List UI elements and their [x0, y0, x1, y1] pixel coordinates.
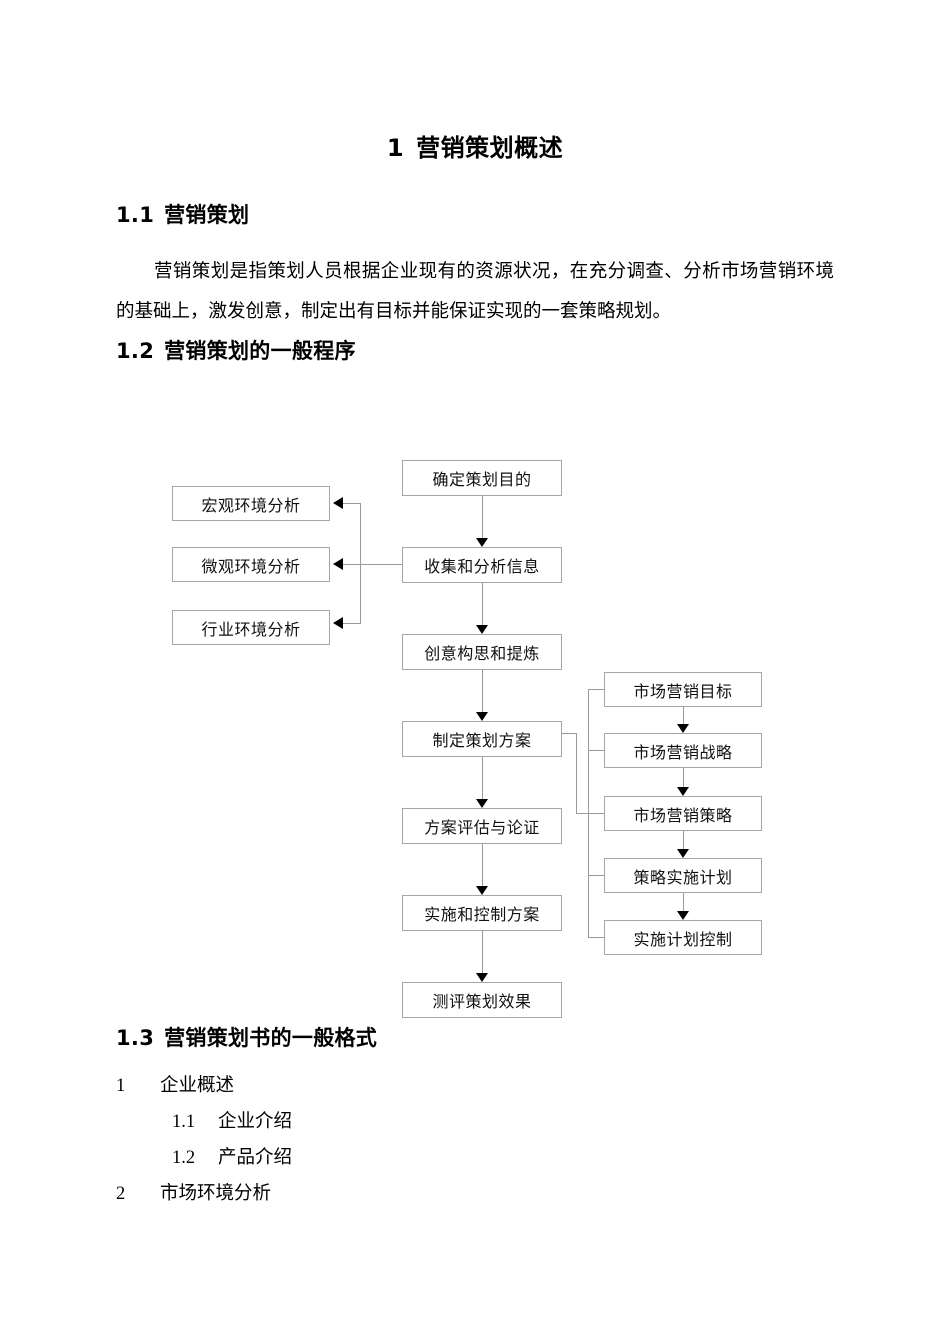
- flow-box-marketing-tactics: 市场营销策略: [604, 796, 762, 831]
- connector-stub-industry: [343, 623, 361, 624]
- list-item: 1.1 企业介绍: [116, 1104, 616, 1140]
- flow-box-evaluate: 方案评估与论证: [402, 808, 562, 844]
- section-heading-1-1: 1.1 营销策划: [116, 199, 249, 229]
- arrow-down-icon-collect: [476, 538, 488, 547]
- arrow-down-icon-evaluate: [476, 799, 488, 808]
- list-item-label: 企业概述: [160, 1076, 235, 1096]
- connector-implement-measure: [482, 931, 483, 973]
- list-item-number: 1.2: [172, 1148, 196, 1168]
- arrow-down-icon-plan: [476, 712, 488, 721]
- section-number-1-1: 1.1: [116, 203, 155, 227]
- connector-collect-ideate: [482, 583, 483, 625]
- list-item-label: 企业介绍: [218, 1112, 293, 1132]
- list-item-label: 市场环境分析: [160, 1184, 272, 1204]
- connector-stub-implcontrol: [588, 937, 604, 938]
- connector-stub-macro: [343, 503, 361, 504]
- outline-list: 1 企业概述 1.1 企业介绍 1.2 产品介绍 2 市场环境分析: [116, 1068, 616, 1212]
- page-title: 1 营销策划概述: [0, 128, 950, 163]
- body-paragraph: 营销策划是指策划人员根据企业现有的资源状况，在充分调查、分析市场营销环境的基础上…: [116, 262, 834, 322]
- page-title-number: 1: [386, 134, 405, 162]
- flow-box-marketing-strategy: 市场营销战略: [604, 733, 762, 768]
- connector-goal-strategy: [683, 707, 684, 724]
- section-heading-1-2: 1.2 营销策划的一般程序: [116, 335, 356, 365]
- list-item-number: 1: [116, 1076, 126, 1096]
- list-item-label: 产品介绍: [218, 1148, 293, 1168]
- arrow-down-icon-measure: [476, 973, 488, 982]
- list-item-number: 2: [116, 1184, 126, 1204]
- connector-ideate-plan: [482, 670, 483, 712]
- connector-plan-to-trunk: [576, 813, 588, 814]
- connector-stub-implplan: [588, 875, 604, 876]
- flow-box-ideate: 创意构思和提炼: [402, 634, 562, 670]
- flow-box-implement: 实施和控制方案: [402, 895, 562, 931]
- list-item: 1 企业概述: [116, 1068, 616, 1104]
- section-heading-1-3: 1.3 营销策划书的一般格式: [116, 1022, 377, 1052]
- flow-box-measure: 测评策划效果: [402, 982, 562, 1018]
- arrow-down-icon-strategy: [677, 724, 689, 733]
- connector-collect-to-branch: [343, 564, 402, 565]
- connector-tactics-implplan: [683, 831, 684, 849]
- connector-strategy-tactics: [683, 768, 684, 787]
- arrow-down-icon-implementation-plan: [677, 849, 689, 858]
- arrow-down-icon-tactics: [677, 787, 689, 796]
- flow-box-purpose: 确定策划目的: [402, 460, 562, 496]
- flow-box-implementation-control: 实施计划控制: [604, 920, 762, 955]
- connector-stub-goal: [588, 689, 604, 690]
- section-number-1-3: 1.3: [116, 1026, 155, 1050]
- connector-purpose-collect: [482, 496, 483, 538]
- flow-box-marketing-goal: 市场营销目标: [604, 672, 762, 707]
- page-title-text: 营销策划概述: [416, 134, 564, 162]
- connector-plan-evaluate: [482, 757, 483, 799]
- flow-box-implementation-plan: 策略实施计划: [604, 858, 762, 893]
- list-item: 2 市场环境分析: [116, 1176, 616, 1212]
- flow-box-collect: 收集和分析信息: [402, 547, 562, 583]
- arrow-left-icon-macro: [333, 497, 343, 509]
- flow-box-macro-environment: 宏观环境分析: [172, 486, 330, 521]
- list-item: 1.2 产品介绍: [116, 1140, 616, 1176]
- section-title-1-2: 营销策划的一般程序: [164, 339, 356, 363]
- section-number-1-2: 1.2: [116, 339, 155, 363]
- section-title-1-3: 营销策划书的一般格式: [164, 1026, 378, 1050]
- connector-stub-tactics: [588, 813, 604, 814]
- connector-plan-out: [562, 733, 576, 734]
- connector-evaluate-implement: [482, 844, 483, 886]
- list-item-number: 1.1: [172, 1112, 196, 1132]
- connector-branch-trunk: [360, 503, 361, 623]
- connector-implplan-implcontrol: [683, 893, 684, 911]
- section-title-1-1: 营销策划: [164, 203, 250, 227]
- connector-stub-strategy: [588, 750, 604, 751]
- arrow-down-icon-ideate: [476, 625, 488, 634]
- arrow-down-icon-implement: [476, 886, 488, 895]
- arrow-left-icon-micro: [333, 558, 343, 570]
- arrow-left-icon-industry: [333, 617, 343, 629]
- flow-box-micro-environment: 微观环境分析: [172, 547, 330, 582]
- arrow-down-icon-implementation-control: [677, 911, 689, 920]
- flow-box-industry-environment: 行业环境分析: [172, 610, 330, 645]
- flow-box-plan: 制定策划方案: [402, 721, 562, 757]
- connector-plan-down: [576, 733, 577, 813]
